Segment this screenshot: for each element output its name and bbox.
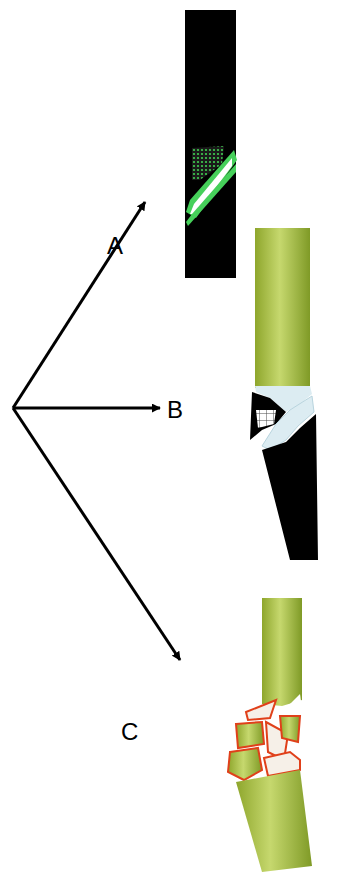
- panel-letter: B: [167, 398, 183, 422]
- stem-body: [255, 228, 310, 388]
- fragment: [228, 748, 262, 780]
- arrow: [13, 202, 145, 408]
- crack: [190, 158, 232, 214]
- crack-outline: [186, 164, 236, 226]
- fragment: [236, 722, 264, 748]
- stem-fragment: [262, 414, 318, 560]
- stem-c: [228, 598, 312, 872]
- fragment: [246, 700, 276, 720]
- arrow: [13, 407, 160, 410]
- panel-letter: C: [121, 720, 138, 744]
- crack-outline: [186, 150, 237, 218]
- fragment: [280, 716, 300, 742]
- tissue-region: [256, 410, 276, 428]
- stem-body: [185, 10, 236, 278]
- stem-a: [185, 10, 237, 278]
- panel-letter: A: [107, 234, 123, 258]
- stem-body: [262, 598, 302, 692]
- stem-b: [250, 228, 318, 560]
- stem-fragment: [236, 770, 312, 872]
- arrow: [13, 408, 180, 660]
- arrow: [13, 202, 180, 660]
